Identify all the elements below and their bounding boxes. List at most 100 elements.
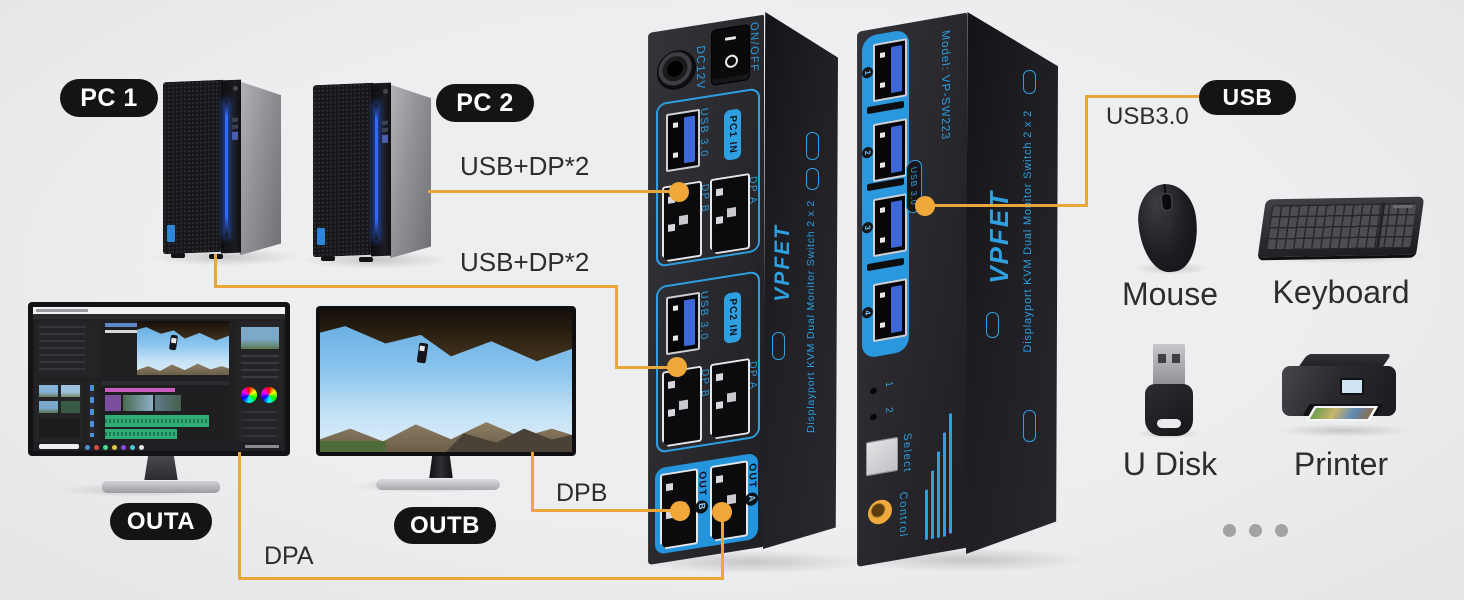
printer-label: Printer bbox=[1293, 446, 1389, 482]
kvm-front-side-face: VPFET Displayport KVM Dual Monitor Switc… bbox=[763, 12, 838, 549]
usb3-port-4 bbox=[873, 278, 907, 343]
shadow bbox=[1276, 424, 1411, 437]
connector-pc1-segment bbox=[615, 366, 681, 369]
usb3-port-2 bbox=[873, 118, 907, 183]
pc-foot bbox=[321, 256, 335, 261]
usb3-port-label: USB 3.0 bbox=[698, 290, 710, 342]
dp-b-port bbox=[662, 365, 702, 447]
printer-image bbox=[1282, 352, 1402, 432]
monitor-outb-screen bbox=[320, 310, 572, 452]
pc2-power-button bbox=[383, 88, 388, 94]
pc2-front-strip bbox=[371, 82, 391, 257]
titlebar-text bbox=[36, 309, 88, 312]
audio-wave-detail bbox=[105, 419, 209, 423]
signal-line-decoration bbox=[943, 432, 946, 537]
udisk-label: U Disk bbox=[1122, 446, 1218, 482]
keyboard-indicator-lights bbox=[1392, 204, 1414, 209]
pc1-tower bbox=[163, 77, 281, 259]
out-a-text: OUT bbox=[746, 462, 758, 491]
signal-line-decoration bbox=[949, 413, 952, 534]
port-separator bbox=[867, 100, 904, 115]
taskbar-tray bbox=[245, 445, 279, 448]
printer-paper bbox=[1305, 406, 1379, 421]
progress-bar-white bbox=[105, 330, 161, 333]
connector-dpa-segment bbox=[238, 452, 241, 580]
cert-chip bbox=[1023, 70, 1036, 94]
track-ticks bbox=[90, 385, 94, 437]
connector-pc1-segment bbox=[615, 285, 618, 369]
keyboard-keys bbox=[1265, 202, 1417, 251]
pc2-front-io bbox=[382, 120, 388, 143]
pc1-front-strip bbox=[221, 79, 241, 254]
printer-screen bbox=[1340, 378, 1364, 395]
out-a-port bbox=[710, 460, 748, 542]
connector-dot-pc1in bbox=[669, 182, 689, 202]
model-label: Model: VP-SW223 bbox=[939, 29, 951, 142]
kvm-front-face: DC12V ON/OFF USB 3.0 PC1 IN DP B DP A US… bbox=[648, 14, 764, 566]
dp-b-label: DP B bbox=[699, 183, 710, 215]
connector-usb-segment bbox=[1085, 95, 1203, 98]
keyboard-image bbox=[1257, 196, 1425, 260]
pc1-power-button bbox=[233, 85, 238, 91]
usb30-label: USB3.0 bbox=[1106, 103, 1189, 130]
monitor-outb-stand-base bbox=[376, 478, 500, 490]
kvm-back-side-face: VPFET Displayport KVM Dual Monitor Switc… bbox=[966, 12, 1058, 554]
out-a-label: OUTA bbox=[745, 463, 758, 507]
cert-chip bbox=[986, 312, 999, 338]
audio-wave-detail bbox=[105, 432, 177, 436]
connector-dot-outb bbox=[670, 501, 690, 521]
led-2-label: 2 bbox=[883, 406, 894, 416]
connector-dot-usb bbox=[915, 196, 935, 216]
udisk-lanyard-slot bbox=[1157, 419, 1181, 428]
port-number-4: 4 bbox=[862, 306, 873, 320]
kvm-back-face: 1 2 3 4 USB 3.0 Model: VP-SW223 1 2 Sele… bbox=[857, 12, 967, 568]
bin-thumb bbox=[39, 385, 58, 397]
outa-pill: OUTA bbox=[110, 503, 212, 540]
led-1-label: 1 bbox=[883, 380, 894, 390]
led-indicator-1 bbox=[870, 386, 877, 395]
mouse-image bbox=[1134, 181, 1202, 276]
clip-pink bbox=[105, 388, 175, 392]
signal-line-decoration bbox=[937, 451, 940, 538]
dp-a-port bbox=[710, 173, 750, 255]
progress-bar-blue bbox=[105, 323, 161, 327]
more-devices-dots bbox=[1223, 524, 1288, 542]
dp-a-label: DP A bbox=[747, 175, 758, 206]
usb-port-strip: 1 2 3 4 bbox=[862, 28, 909, 360]
editor-menubar bbox=[33, 314, 285, 319]
out-group: OUTB OUTA bbox=[655, 452, 758, 555]
dc-power-label: DC12V bbox=[694, 44, 706, 92]
color-wheel bbox=[241, 387, 257, 403]
pc2-tower bbox=[313, 80, 431, 262]
udisk-body bbox=[1145, 384, 1193, 436]
editor-titlebar bbox=[33, 307, 285, 314]
photo-green-foreground bbox=[320, 440, 386, 452]
out-b-letter: B bbox=[695, 499, 708, 515]
connector-pc1-segment bbox=[214, 285, 618, 288]
panel-thumbnail bbox=[241, 327, 279, 349]
keyboard-label: Keyboard bbox=[1272, 274, 1410, 310]
connector-dpb-segment bbox=[531, 509, 682, 512]
dc-power-jack bbox=[657, 47, 696, 93]
usb3-port-1 bbox=[873, 38, 907, 103]
audio-wave bbox=[105, 429, 177, 439]
editor-preview bbox=[137, 321, 229, 375]
pc1-brand-tag bbox=[167, 225, 175, 242]
audio-wave bbox=[105, 415, 209, 427]
mouse-body bbox=[1134, 181, 1202, 275]
pc2-in-badge: PC2 IN bbox=[724, 291, 741, 345]
out-b-text: OUT bbox=[696, 470, 708, 498]
outb-pill: OUTB bbox=[394, 507, 496, 544]
monitor-outa-screen bbox=[33, 307, 285, 451]
connector-dot-outa bbox=[712, 502, 732, 522]
cert-chip bbox=[806, 132, 819, 160]
signal-line-decoration bbox=[925, 489, 928, 541]
ellipsis-dot bbox=[1223, 524, 1236, 537]
panel-lines bbox=[39, 326, 85, 370]
monitor-outb-bezel bbox=[316, 306, 576, 456]
pc1-led-glow bbox=[225, 100, 228, 238]
side-product-text: Displayport KVM Dual Monitor Switch 2 x … bbox=[805, 200, 817, 433]
editor-bin-panel bbox=[35, 381, 83, 443]
mouse-dpi-button bbox=[1161, 215, 1172, 231]
dp-a-port bbox=[710, 358, 750, 440]
